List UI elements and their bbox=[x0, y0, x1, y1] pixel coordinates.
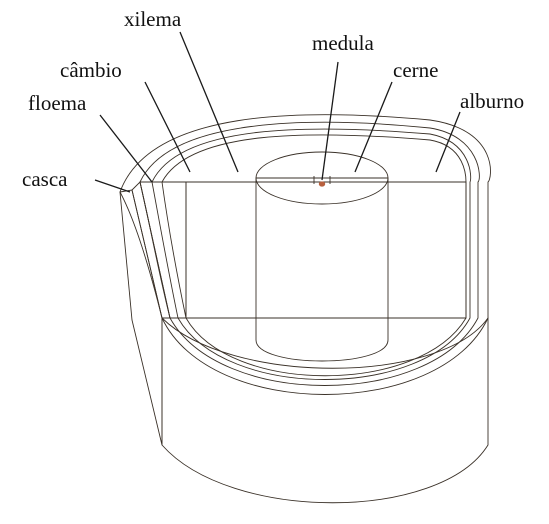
xilema-leader bbox=[180, 32, 238, 172]
label-alburno: alburno bbox=[460, 89, 524, 113]
medula-leader bbox=[322, 62, 338, 180]
sapwood-cut-face bbox=[186, 182, 466, 318]
cerne-leader bbox=[355, 82, 392, 172]
pith-dot bbox=[319, 181, 325, 186]
sapwood-top bbox=[162, 135, 466, 376]
label-xilema: xilema bbox=[124, 7, 182, 31]
floema-leader bbox=[100, 115, 152, 182]
cambium-ring bbox=[152, 129, 471, 380]
alburno-leader bbox=[436, 112, 460, 172]
label-cerne: cerne bbox=[393, 58, 438, 82]
phloem-ring bbox=[140, 122, 479, 385]
label-casca: casca bbox=[22, 167, 68, 191]
heartwood-cylinder bbox=[256, 178, 388, 361]
cambium-cut-face bbox=[140, 182, 186, 318]
label-cambio: câmbio bbox=[60, 58, 122, 82]
cambio-leader bbox=[145, 82, 190, 172]
label-floema: floema bbox=[28, 91, 87, 115]
label-medula: medula bbox=[312, 31, 374, 55]
